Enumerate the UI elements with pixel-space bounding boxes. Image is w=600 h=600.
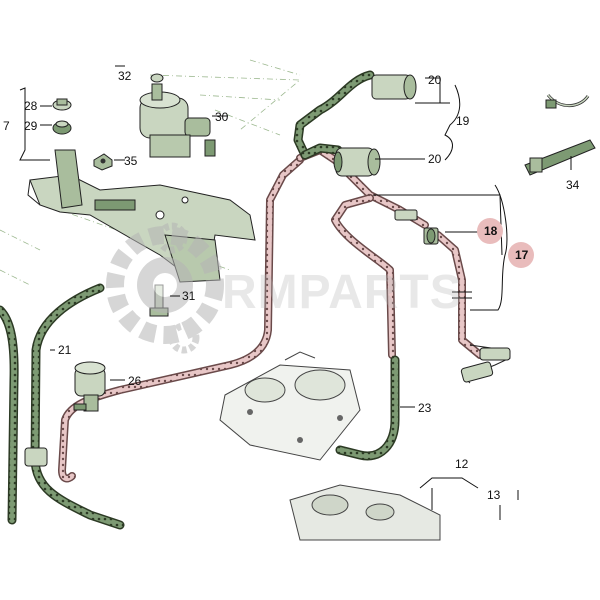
bottom-assembly	[289, 484, 441, 541]
label-23[interactable]: 23	[418, 401, 432, 415]
callout-17-highlight	[508, 242, 534, 268]
label-30[interactable]: 30	[215, 110, 229, 124]
reference-lines	[0, 59, 302, 286]
label-20-top[interactable]: 20	[428, 73, 442, 87]
filter-20-lower	[333, 147, 381, 177]
fasteners	[52, 73, 164, 171]
watermark: RMPARTS	[106, 222, 463, 354]
label-19[interactable]: 19	[456, 114, 470, 128]
hose-21	[0, 283, 125, 530]
label-21[interactable]: 21	[58, 343, 72, 357]
connector-18	[394, 209, 439, 245]
label-13[interactable]: 13	[487, 488, 501, 502]
watermark-text: RMPARTS	[222, 266, 463, 319]
hose-clamp	[545, 93, 590, 109]
label-20-lower[interactable]: 20	[428, 152, 442, 166]
label-35[interactable]: 35	[124, 154, 138, 168]
label-26[interactable]: 26	[128, 374, 142, 388]
engine-block	[219, 351, 361, 461]
label-29[interactable]: 29	[24, 119, 38, 133]
label-28[interactable]: 28	[24, 99, 38, 113]
bracket-7	[27, 149, 256, 283]
hose-19	[293, 70, 375, 160]
callout-18-highlight	[477, 218, 503, 244]
valve-30	[139, 83, 216, 158]
label-18[interactable]: 18	[484, 224, 498, 238]
label-12[interactable]: 12	[455, 457, 469, 471]
label-34[interactable]: 34	[566, 178, 580, 192]
label-7[interactable]: 7	[3, 119, 10, 133]
valve-26	[73, 361, 106, 412]
part-34	[524, 139, 596, 176]
hose-23	[335, 355, 400, 461]
part-labels: 32 20 19 20 30 28 29 7 35 34 18 17 31 21…	[3, 69, 580, 502]
label-32[interactable]: 32	[118, 69, 132, 83]
gear-logo-icon	[106, 222, 224, 354]
filter-20-top	[371, 74, 417, 100]
label-17[interactable]: 17	[515, 248, 529, 262]
label-31[interactable]: 31	[182, 289, 196, 303]
t-connector	[460, 344, 511, 384]
